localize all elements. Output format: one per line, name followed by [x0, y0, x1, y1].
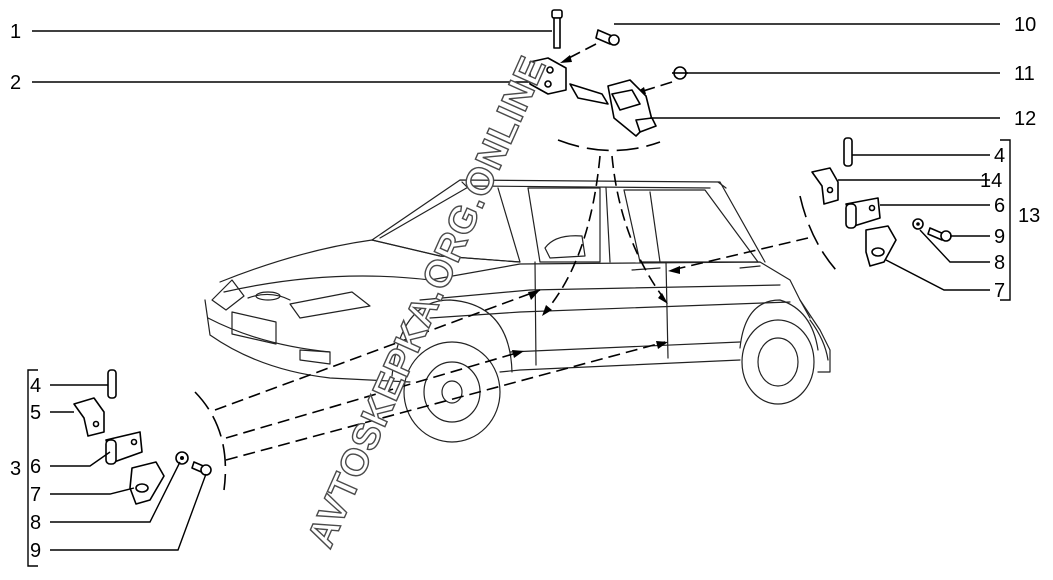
label-8-left: 8	[30, 512, 41, 534]
part-4-pin-left	[107, 369, 117, 399]
part-12-door-lock	[569, 79, 657, 137]
part-number-labels: 1 2 10 11 12 4 14 6 13 9 8 7 3 4 5 6 7 8…	[10, 14, 1040, 562]
part-5-bracket	[73, 397, 105, 437]
part-6-hinge-left	[105, 431, 143, 465]
label-3: 3	[10, 458, 21, 480]
label-4-left: 4	[30, 375, 41, 397]
label-7-left: 7	[30, 484, 41, 506]
part-11-nut	[672, 66, 688, 80]
part-10-bolt	[595, 29, 620, 46]
part-7-hinge-half-left	[129, 461, 165, 505]
part-8-washer-right	[912, 218, 924, 230]
label-13: 13	[1018, 205, 1040, 227]
label-2: 2	[10, 72, 21, 94]
label-9-left: 9	[30, 540, 41, 562]
leader-lines	[27, 23, 1011, 567]
part-1-pin	[551, 9, 563, 49]
part-14-bracket	[811, 167, 839, 205]
part-7-hinge-half-right	[865, 225, 897, 267]
part-6-hinge-right	[845, 197, 881, 229]
label-12: 12	[1014, 108, 1036, 130]
label-4-right: 4	[994, 145, 1005, 167]
assembly-arrows	[214, 43, 809, 461]
part-9-bolt-left	[191, 461, 212, 476]
part-2-door-striker	[529, 57, 567, 95]
part-9-bolt-right	[927, 227, 952, 242]
label-6-right: 6	[994, 195, 1005, 217]
part-4-pin-right	[843, 137, 853, 167]
boundary-arcs	[194, 139, 837, 491]
watermark-text: AVTOSKEPKA.ORG.ONLINE	[300, 50, 555, 554]
label-10: 10	[1014, 14, 1036, 36]
label-8-right: 8	[994, 252, 1005, 274]
label-14: 14	[980, 170, 1002, 192]
label-9-right: 9	[994, 226, 1005, 248]
label-11: 11	[1014, 63, 1035, 85]
car-illustration	[204, 179, 831, 443]
label-7-right: 7	[994, 280, 1005, 302]
part-8-washer-left	[175, 451, 189, 465]
label-6-left: 6	[30, 456, 41, 478]
label-5: 5	[30, 402, 41, 424]
label-1: 1	[10, 21, 21, 43]
